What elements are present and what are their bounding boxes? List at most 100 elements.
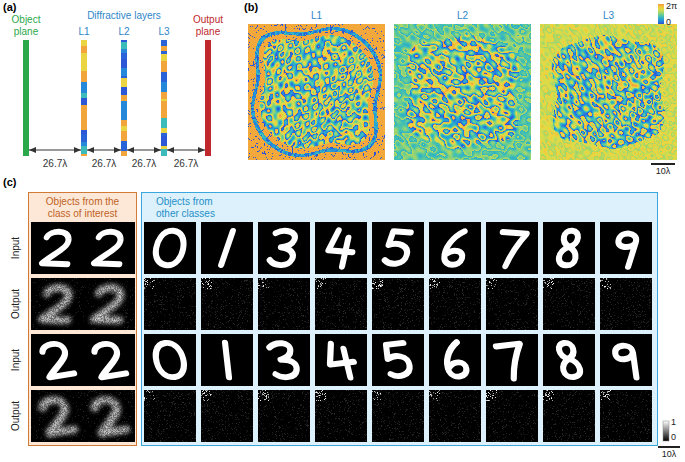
layer-segment <box>81 64 87 71</box>
input-digit <box>83 222 135 274</box>
layer-segment <box>121 78 127 87</box>
layer-segment <box>121 95 127 101</box>
output-image <box>429 390 481 442</box>
colorbar <box>658 4 664 24</box>
layer-segment <box>121 42 127 49</box>
colorbar <box>663 421 669 441</box>
output-image <box>31 390 83 442</box>
colorbar-tick: 0 <box>666 17 671 27</box>
colorbar-tick: 1 <box>671 417 676 427</box>
panel-fill <box>141 192 658 446</box>
layer-segment <box>161 68 167 72</box>
layer-segment <box>121 40 127 42</box>
scale-bar-label: 10λ <box>656 166 671 176</box>
output-image <box>600 278 652 330</box>
input-digit <box>600 334 652 386</box>
output-image <box>429 278 481 330</box>
layer-segment <box>161 61 167 68</box>
panel-heading: Objects from the class of interest <box>29 193 136 219</box>
layer-segment <box>161 108 167 112</box>
plane-bar <box>23 40 29 156</box>
layer-segment <box>121 59 127 68</box>
input-digit <box>31 222 83 274</box>
layer-segment <box>121 111 127 120</box>
class-panel: Objects from the class of interest <box>28 192 137 446</box>
layer-segment <box>81 46 87 53</box>
input-digit <box>144 222 196 274</box>
output-image <box>315 390 367 442</box>
phase-map: L3 <box>540 24 677 160</box>
output-image <box>201 278 253 330</box>
layer-segment <box>161 72 167 82</box>
input-digit <box>31 334 83 386</box>
output-image <box>144 278 196 330</box>
output-image <box>486 390 538 442</box>
layer-segment <box>81 126 87 130</box>
layer-segment <box>81 142 87 146</box>
input-digit <box>83 334 135 386</box>
layer-segment <box>161 104 167 108</box>
phase-map: L1 <box>248 24 385 160</box>
layer-segment <box>161 46 167 48</box>
panel-fill <box>28 192 137 446</box>
input-digit <box>144 334 196 386</box>
output-image <box>315 278 367 330</box>
layer-segment <box>81 105 87 112</box>
input-digit <box>372 222 424 274</box>
distance-label: 26.7λ <box>132 158 156 170</box>
layer-segment <box>121 141 127 151</box>
layer-segment <box>81 62 87 64</box>
input-digit <box>201 222 253 274</box>
layer-segment <box>161 149 167 156</box>
input-digit <box>201 334 253 386</box>
input-digit <box>429 334 481 386</box>
layer-label: L3 <box>603 10 614 22</box>
layer-segment <box>161 99 167 101</box>
layer-label: L2 <box>457 10 468 22</box>
distance-label: 26.7λ <box>174 158 198 170</box>
distance-arrow <box>87 150 121 151</box>
layer-segment <box>161 146 167 149</box>
layer-segment <box>81 82 87 90</box>
plane-label: Object plane <box>4 14 48 37</box>
distance-arrow <box>167 150 205 151</box>
layer-segment <box>161 51 167 54</box>
input-digit <box>315 222 367 274</box>
layer-segment <box>161 128 167 133</box>
distance-arrow <box>29 150 81 151</box>
object-plane: Object plane <box>23 40 29 156</box>
layer-segment <box>161 54 167 61</box>
output-image <box>600 390 652 442</box>
layer-segment <box>81 71 87 77</box>
output-image <box>83 278 135 330</box>
distance-label: 26.7λ <box>43 158 67 170</box>
input-digit <box>258 222 310 274</box>
output-image <box>144 390 196 442</box>
layer-segment <box>121 120 127 123</box>
output-image <box>486 278 538 330</box>
colorbar-tick: 2π <box>666 1 677 11</box>
diffractive-layer: L3 <box>161 40 167 156</box>
scale-bar-label: 10λ <box>662 449 677 459</box>
layer-segment <box>81 90 87 93</box>
layer-segment <box>121 123 127 126</box>
layer-segment <box>81 40 87 46</box>
output-plane: Output plane <box>205 40 211 156</box>
layer-segment <box>161 118 167 128</box>
layer-label: L1 <box>311 10 322 22</box>
phase-image <box>394 24 531 160</box>
row-label: Output <box>10 401 22 431</box>
output-image <box>258 278 310 330</box>
layer-segment <box>81 53 87 62</box>
input-digit <box>600 222 652 274</box>
layer-segment <box>81 154 87 156</box>
layer-segment <box>161 92 167 99</box>
input-digit <box>258 334 310 386</box>
phase-image <box>540 24 677 160</box>
layer-segment <box>161 101 167 104</box>
layer-segment <box>161 133 167 136</box>
plane-bar <box>205 40 211 156</box>
